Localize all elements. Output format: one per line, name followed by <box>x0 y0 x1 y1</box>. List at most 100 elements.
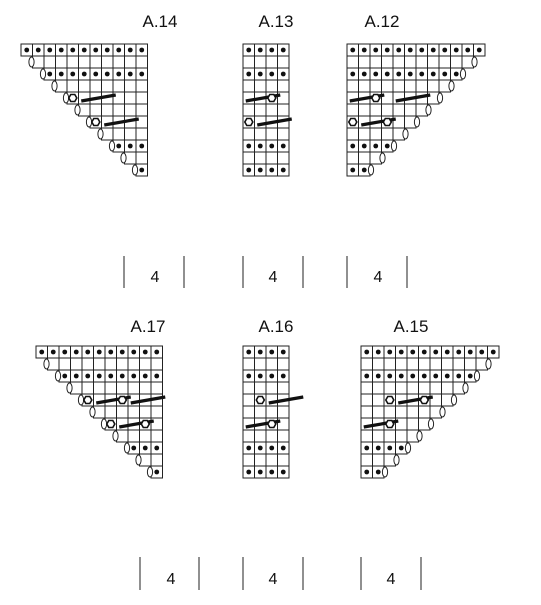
increase-mark <box>146 466 154 478</box>
increase-mark <box>120 152 127 164</box>
purl-dot <box>433 373 439 379</box>
purl-dot <box>73 349 79 355</box>
purl-dot <box>280 373 286 379</box>
purl-dot <box>269 373 275 379</box>
purl-dot <box>257 167 263 173</box>
purl-dot <box>280 167 286 173</box>
increase-mark <box>381 466 389 478</box>
purl-dot <box>280 469 286 475</box>
chart-title-a17: A.17 <box>131 317 166 336</box>
purl-dot <box>246 143 252 149</box>
purl-dot <box>430 47 436 53</box>
purl-dot <box>467 373 473 379</box>
chart-a17 <box>35 345 200 590</box>
purl-dot <box>398 445 404 451</box>
purl-dot <box>364 445 370 451</box>
increase-mark <box>393 454 400 466</box>
chart-title-a16: A.16 <box>259 317 294 336</box>
increase-mark <box>450 394 458 406</box>
yarn-over-hex <box>266 419 277 429</box>
purl-dot <box>269 71 275 77</box>
purl-dot <box>419 47 425 53</box>
purl-dot <box>361 167 367 173</box>
purl-dot <box>350 143 356 149</box>
increase-mark <box>459 68 467 80</box>
purl-dot <box>154 469 160 475</box>
purl-dot <box>476 47 482 53</box>
purl-dot <box>387 349 393 355</box>
purl-dot <box>104 47 110 53</box>
purl-dot <box>364 469 370 475</box>
purl-dot <box>139 167 145 173</box>
increase-mark <box>74 104 81 116</box>
purl-dot <box>104 71 110 77</box>
increase-mark <box>89 406 96 418</box>
purl-dot <box>246 445 252 451</box>
increase-mark <box>379 152 386 164</box>
purl-dot <box>350 71 356 77</box>
yarn-over-hex <box>105 419 116 429</box>
grid-row <box>346 103 428 117</box>
purl-dot <box>421 349 427 355</box>
purl-dot <box>269 167 275 173</box>
purl-dot <box>257 469 263 475</box>
purl-dot <box>444 373 450 379</box>
yarn-over-hex <box>370 93 381 103</box>
purl-dot <box>361 71 367 77</box>
increase-mark <box>123 442 131 454</box>
purl-dot <box>384 71 390 77</box>
purl-dot <box>58 47 64 53</box>
purl-dot <box>257 373 263 379</box>
decrease-bar <box>268 395 304 405</box>
purl-dot <box>453 47 459 53</box>
purl-dot <box>131 349 137 355</box>
purl-dot <box>131 373 137 379</box>
purl-dot <box>116 71 122 77</box>
purl-dot <box>246 469 252 475</box>
purl-dot <box>361 143 367 149</box>
purl-dot <box>154 445 160 451</box>
purl-dot <box>407 47 413 53</box>
chart-a16 <box>242 345 304 590</box>
width-label-a15: 4 <box>387 571 396 588</box>
grid-row <box>360 357 488 371</box>
purl-dot <box>384 143 390 149</box>
purl-dot <box>375 373 381 379</box>
purl-dot <box>96 349 102 355</box>
purl-dot <box>246 71 252 77</box>
yarn-over-hex <box>117 395 128 405</box>
purl-dot <box>246 349 252 355</box>
increase-mark <box>112 430 119 442</box>
yarn-over-hex <box>140 419 151 429</box>
increase-mark <box>77 394 85 406</box>
purl-dot <box>127 71 133 77</box>
purl-dot <box>70 71 76 77</box>
purl-dot <box>85 373 91 379</box>
purl-dot <box>280 71 286 77</box>
purl-dot <box>350 47 356 53</box>
increase-mark <box>471 56 478 68</box>
width-label-a14: 4 <box>151 269 160 286</box>
purl-dot <box>81 47 87 53</box>
purl-dot <box>257 47 263 53</box>
grid-row <box>346 79 451 93</box>
purl-dot <box>387 373 393 379</box>
chart-title-a12: A.12 <box>365 12 400 31</box>
yarn-over-hex <box>384 395 395 405</box>
purl-dot <box>465 47 471 53</box>
purl-dot <box>280 47 286 53</box>
purl-dot <box>35 47 41 53</box>
purl-dot <box>93 71 99 77</box>
purl-dot <box>442 71 448 77</box>
decrease-bar <box>395 93 431 103</box>
purl-dot <box>373 143 379 149</box>
purl-dot <box>479 349 485 355</box>
purl-dot <box>419 71 425 77</box>
purl-dot <box>269 445 275 451</box>
increase-mark <box>427 418 435 430</box>
purl-dot <box>142 349 148 355</box>
width-label-a12: 4 <box>374 269 383 286</box>
purl-dot <box>407 71 413 77</box>
purl-dot <box>47 71 53 77</box>
